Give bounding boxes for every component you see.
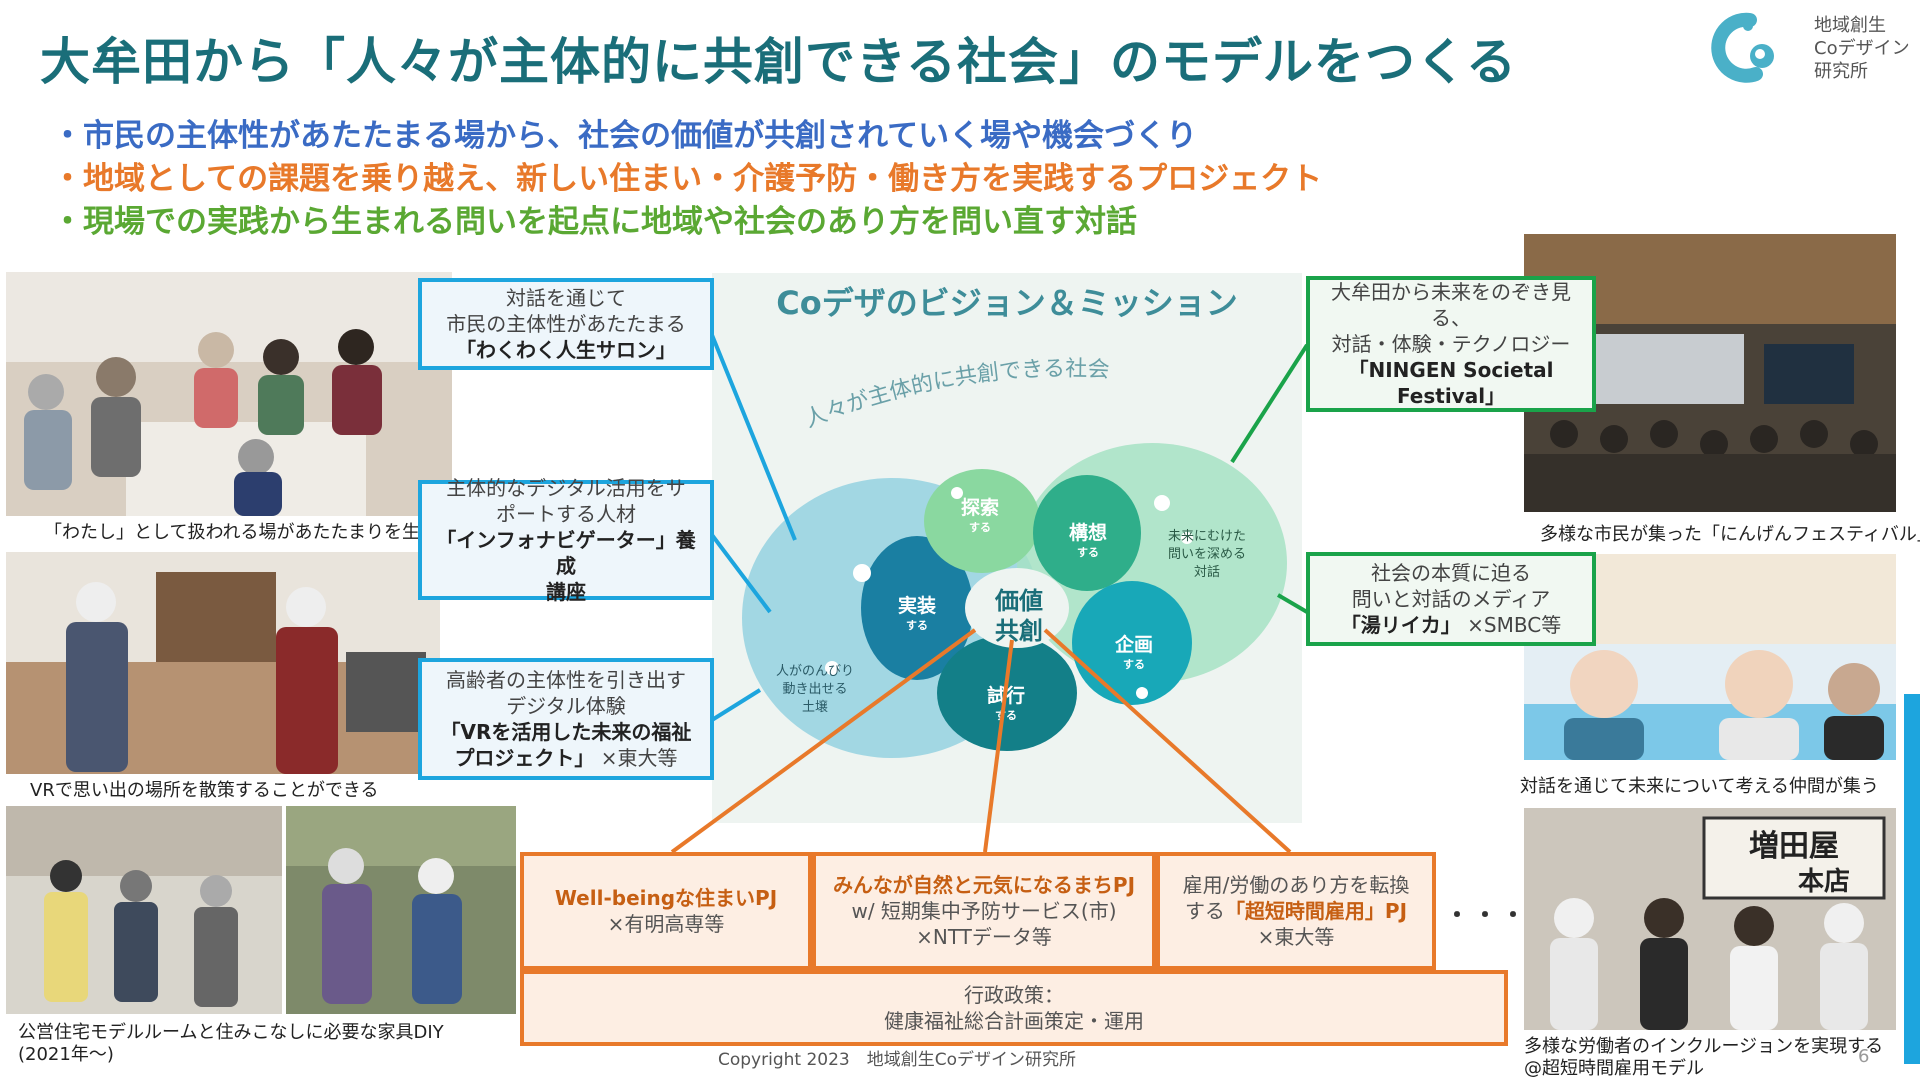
caption-salon: 「わたし」として扱われる場があたたまりを生む [44, 522, 439, 543]
page-number: 6 [1858, 1046, 1870, 1067]
label-kousou: 構想する [1068, 522, 1107, 559]
accent-bar [1904, 694, 1920, 1064]
box-policy: 行政政策： 健康福祉総合計画策定・運用 [520, 970, 1508, 1046]
box-vr-welfare: 高齢者の主体性を引き出す デジタル体験 「VRを活用した未来の福祉 プロジェクト… [418, 658, 714, 780]
photo-masudaya: 増田屋 本店 [1524, 808, 1896, 1030]
arc-text: 人々が主体的に共創できる社会 [801, 357, 1110, 433]
blob-kousou [1033, 475, 1141, 591]
box-wellbeing-housing: Well-beingな住まいPJ ×有明高専等 [520, 852, 812, 970]
caption-diy-year: (2021年〜) [18, 1044, 114, 1065]
photo-diy [286, 806, 516, 1014]
box-salon: 対話を通じて 市民の主体性があたたまる 「わくわく人生サロン」 [418, 278, 714, 370]
box-ningen-festival: 大牟田から未来をのぞき見る、 対話・体験・テクノロジー 「NINGEN Soci… [1306, 276, 1596, 412]
bullet-3: ・現場での実践から生まれる問いを起点に地域や社会のあり方を問い直す対話 [52, 204, 1137, 240]
photo-model-room [6, 806, 282, 1014]
core-label: 価値 共創 [995, 587, 1043, 645]
label-soil: 人がのんびり動き出せる土壌 [775, 664, 854, 715]
vision-mission-panel: 人々が主体的に共創できる社会 価値 共創 探索する 構想する 実装する 企画する… [712, 273, 1302, 823]
label-dialogue: 未来にむけた問いを深める対話 [1167, 529, 1246, 580]
page-title: 大牟田から「人々が主体的に共創できる社会」のモデルをつくる [40, 33, 1517, 91]
label-jissou: 実装する [897, 595, 936, 632]
bullet-2: ・地域としての課題を乗り越え、新しい住まい・介護予防・働き方を実践するプロジェク… [52, 161, 1323, 197]
core-hole [965, 568, 1069, 648]
box-genki-town: みんなが自然と元気になるまちPJ w/ 短期集中予防サービス(市) ×NTTデー… [812, 852, 1156, 970]
svg-text:本店: 本店 [1798, 867, 1850, 897]
label-kikaku: 企画する [1114, 634, 1153, 671]
photo-vr [6, 552, 440, 774]
logo-mark-icon [1711, 12, 1774, 83]
box-infonavigator: 主体的なデジタル活用をサ ポートする人材 「インフォナビゲーター」養成 講座 [418, 476, 714, 604]
logo: 地域創生 Coデザイン 研究所 [1708, 10, 1910, 86]
svg-text:増田屋: 増田屋 [1749, 829, 1839, 864]
caption-festival: 多様な市民が集った「にんげんフェスティバル」 [1540, 524, 1920, 545]
vision-title: Coデザのビジョン＆ミッション [776, 284, 1238, 322]
box-yurika: 社会の本質に迫る 問いと対話のメディア 「湯リイカ」 ×SMBC等 [1306, 552, 1596, 646]
caption-masudaya-model: @超短時間雇用モデル [1524, 1058, 1704, 1079]
label-tansaku: 探索する [960, 497, 999, 534]
photo-salon [6, 272, 452, 516]
caption-online-dialogue: 対話を通じて未来について考える仲間が集う [1520, 776, 1879, 797]
caption-diy: 公営住宅モデルルームと住みこなしに必要な家具DIY [18, 1022, 444, 1043]
bullet-1: ・市民の主体性があたたまる場から、社会の価値が共創されていく場や機会づくり [52, 118, 1198, 154]
caption-vr: VRで思い出の場所を散策することができる [30, 780, 379, 801]
label-shikou: 試行する [986, 685, 1025, 722]
copyright: Copyright 2023 地域創生Coデザイン研究所 [718, 1050, 1077, 1070]
caption-masudaya: 多様な労働者のインクルージョンを実現する [1524, 1036, 1884, 1057]
box-short-employment: 雇用/労働のあり方を転換 する「超短時間雇用」PJ ×東大等 [1156, 852, 1436, 970]
logo-text: 地域創生 Coデザイン 研究所 [1814, 15, 1910, 82]
ellipsis: ・・・ [1445, 901, 1529, 929]
